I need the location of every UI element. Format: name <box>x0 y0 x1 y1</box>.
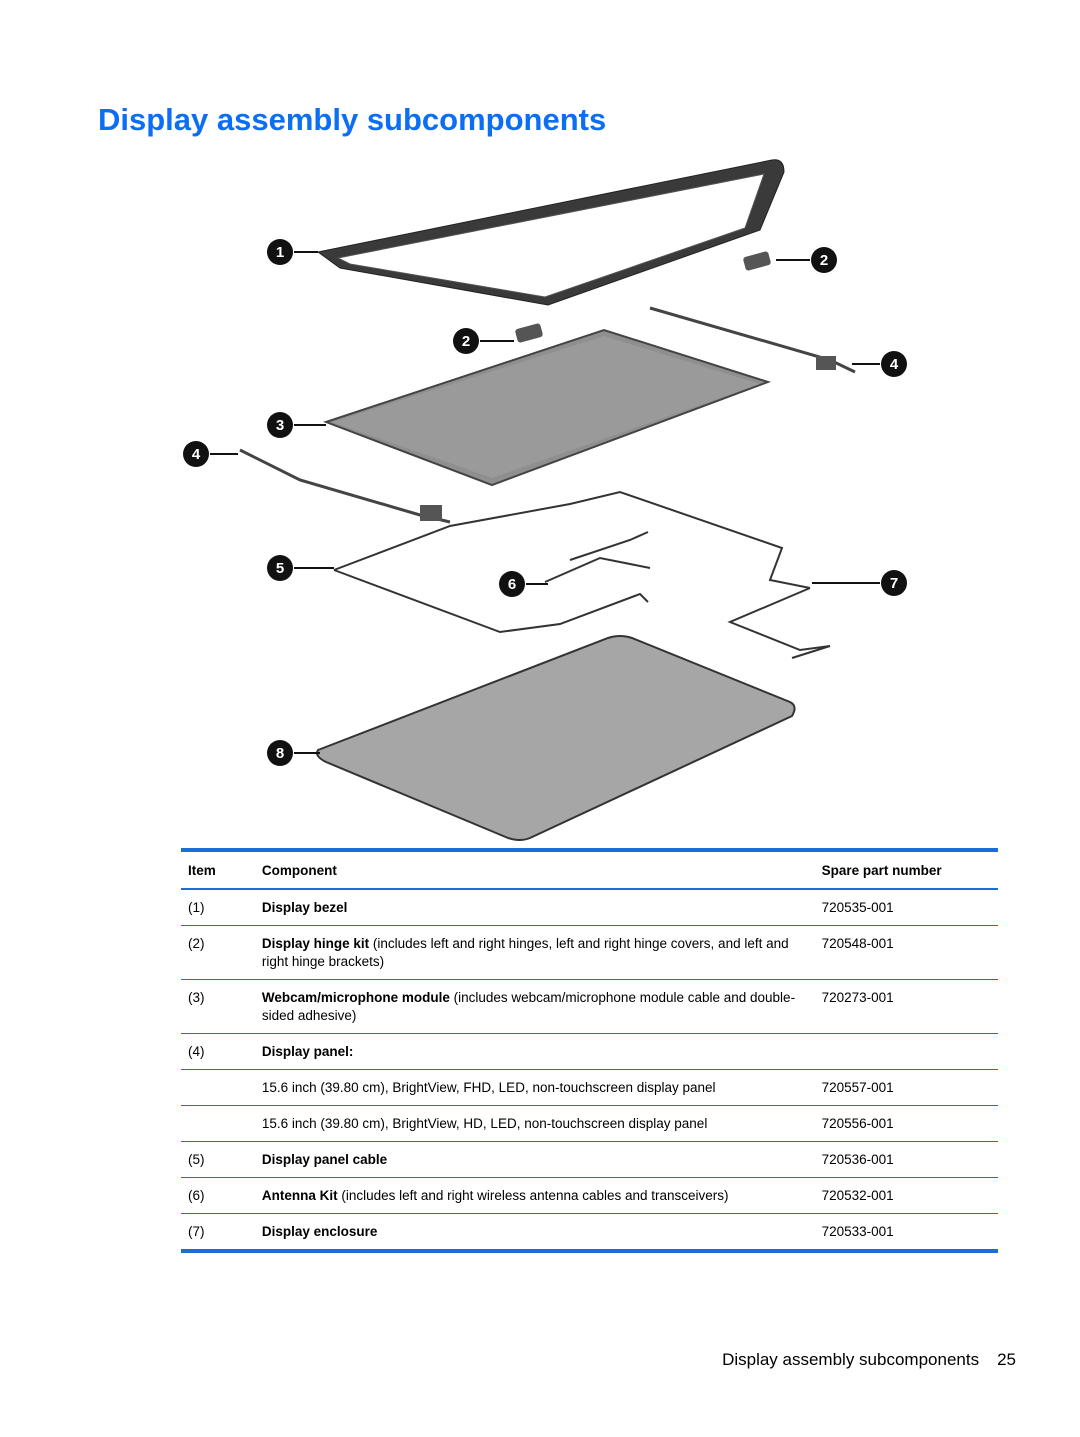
row-component: Display hinge kit (includes left and rig… <box>255 926 815 980</box>
row-spare-part-number: 720536-001 <box>821 1152 894 1167</box>
spare-parts-table: Item Component Spare part number (1) Dis… <box>181 848 998 1253</box>
callout-3-icon <box>267 412 293 438</box>
svg-text:7: 7 <box>890 575 898 592</box>
component-name: Display panel: <box>261 1044 354 1059</box>
row-item <box>181 1070 255 1106</box>
svg-text:5: 5 <box>276 560 284 577</box>
display-enclosure-illustration <box>316 635 796 841</box>
display-bezel-illustration <box>316 159 785 306</box>
callout-4-icon <box>183 441 209 467</box>
row-item: (4) <box>188 1044 205 1059</box>
callout-markers: 1 2 2 3 4 4 5 6 7 8 <box>183 239 907 766</box>
hinge-cover-illustration <box>515 251 771 343</box>
callout-5-icon <box>267 555 293 581</box>
table-header-row: Item Component Spare part number <box>181 850 998 889</box>
row-component: Display panel: <box>255 1034 815 1070</box>
component-desc: (includes left and right hinges, left an… <box>261 936 789 969</box>
component-desc: (includes left and right wireless antenn… <box>337 1188 729 1203</box>
row-item: (2) <box>188 936 205 951</box>
row-item: (1) <box>188 900 205 915</box>
row-spare-part-number: 720557-001 <box>821 1080 894 1095</box>
callout-2-icon <box>811 247 837 273</box>
row-component: 15.6 inch (39.80 cm), BrightView, FHD, L… <box>255 1070 815 1106</box>
table-row: (6) Antenna Kit (includes left and right… <box>181 1178 998 1214</box>
callout-1-icon <box>267 239 293 265</box>
display-panel-illustration <box>323 328 772 487</box>
component-name: Antenna Kit <box>261 1188 338 1203</box>
row-component: 15.6 inch (39.80 cm), BrightView, HD, LE… <box>255 1106 815 1142</box>
callout-4-icon <box>881 351 907 377</box>
component-desc: 15.6 inch (39.80 cm), BrightView, HD, LE… <box>261 1116 708 1131</box>
table-row: 15.6 inch (39.80 cm), BrightView, FHD, L… <box>181 1070 998 1106</box>
table-row: (2) Display hinge kit (includes left and… <box>181 926 998 980</box>
row-item: (3) <box>188 990 205 1005</box>
component-name: Display enclosure <box>261 1224 378 1239</box>
row-component: Display enclosure <box>255 1214 815 1252</box>
row-spare-part-number: 720273-001 <box>821 990 894 1005</box>
svg-text:8: 8 <box>276 745 284 762</box>
table-row: (4) Display panel: <box>181 1034 998 1070</box>
hinge-bracket-illustration <box>239 448 451 524</box>
row-item: (7) <box>188 1224 205 1239</box>
row-spare-part-number: 720532-001 <box>821 1188 894 1203</box>
display-cable-illustration <box>333 490 831 659</box>
table-row: (7) Display enclosure 720533-001 <box>181 1214 998 1252</box>
row-item: (5) <box>188 1152 205 1167</box>
svg-text:4: 4 <box>192 446 201 463</box>
svg-text:2: 2 <box>820 252 828 269</box>
table-row: (3) Webcam/microphone module (includes w… <box>181 980 998 1034</box>
component-desc: (includes webcam/microphone module cable… <box>261 990 796 1023</box>
page-footer: Display assembly subcomponents 25 <box>722 1350 1016 1370</box>
row-component: Antenna Kit (includes left and right wir… <box>255 1178 815 1214</box>
component-name: Display panel cable <box>261 1152 388 1167</box>
svg-text:1: 1 <box>276 244 284 261</box>
row-spare-part-number <box>815 1034 998 1070</box>
row-component: Display bezel <box>255 889 815 926</box>
svg-text:3: 3 <box>276 417 284 434</box>
header-item: Item <box>188 863 216 878</box>
row-spare-part-number: 720533-001 <box>821 1224 894 1239</box>
svg-text:2: 2 <box>462 333 470 350</box>
row-spare-part-number: 720556-001 <box>821 1116 894 1131</box>
row-component: Webcam/microphone module (includes webca… <box>255 980 815 1034</box>
callout-2-icon <box>453 328 479 354</box>
row-component: Display panel cable <box>255 1142 815 1178</box>
row-item <box>181 1106 255 1142</box>
footer-section-title: Display assembly subcomponents <box>722 1350 980 1369</box>
page-title: Display assembly subcomponents <box>98 102 607 137</box>
table-row: (5) Display panel cable 720536-001 <box>181 1142 998 1178</box>
table-row: (1) Display bezel 720535-001 <box>181 889 998 926</box>
callout-6-icon <box>499 571 525 597</box>
row-spare-part-number: 720548-001 <box>821 936 894 951</box>
exploded-view-diagram: 1 2 2 3 4 4 5 6 7 8 <box>183 159 907 841</box>
callout-8-icon <box>267 740 293 766</box>
table-row: 15.6 inch (39.80 cm), BrightView, HD, LE… <box>181 1106 998 1142</box>
component-name: Webcam/microphone module <box>261 990 450 1005</box>
header-spare-part-number: Spare part number <box>821 863 942 878</box>
component-name: Display bezel <box>261 900 348 915</box>
header-component: Component <box>261 863 337 878</box>
svg-text:4: 4 <box>890 356 899 373</box>
hinge-bracket-illustration <box>649 306 856 374</box>
row-item: (6) <box>188 1188 205 1203</box>
component-desc: 15.6 inch (39.80 cm), BrightView, FHD, L… <box>261 1080 716 1095</box>
component-name: Display hinge kit <box>261 936 370 951</box>
page-number: 25 <box>997 1350 1016 1369</box>
callout-7-icon <box>881 570 907 596</box>
row-spare-part-number: 720535-001 <box>821 900 894 915</box>
svg-text:6: 6 <box>508 576 516 593</box>
